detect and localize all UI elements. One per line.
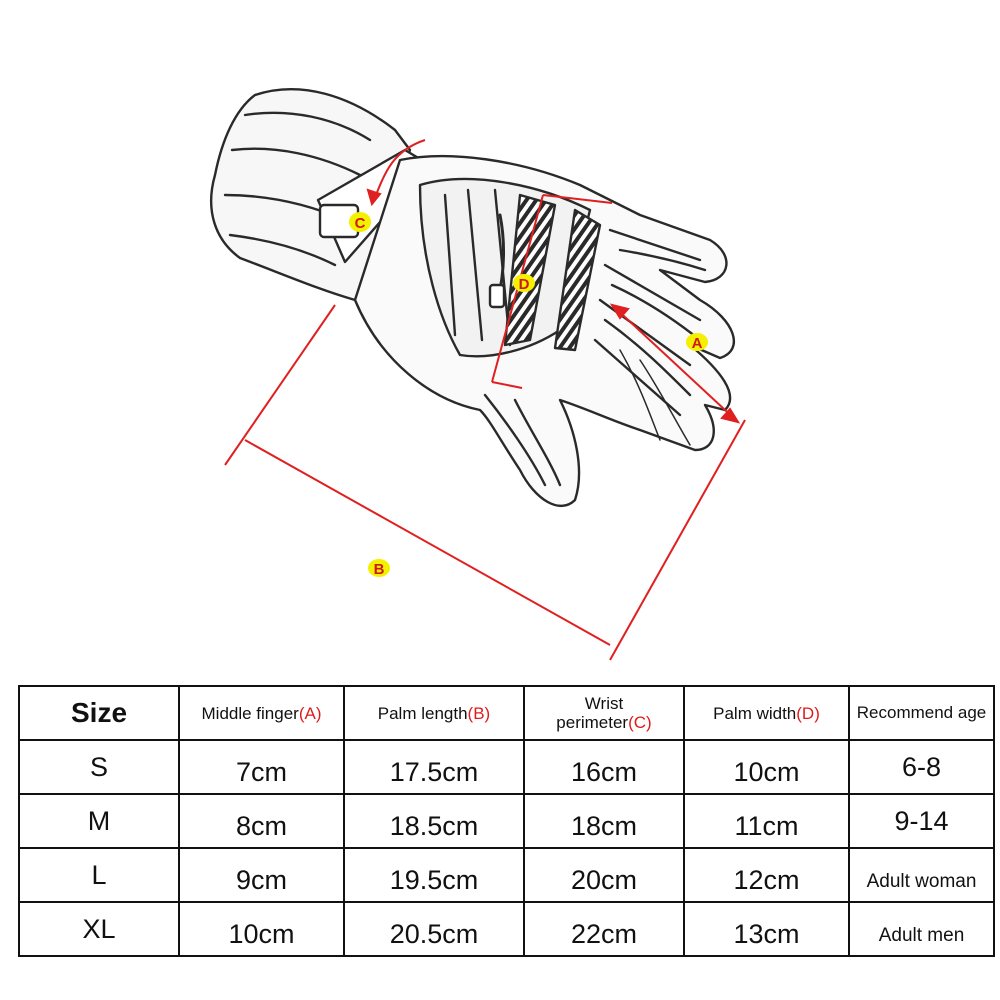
table-row: S 7cm 17.5cm 16cm 10cm 6-8	[18, 739, 995, 795]
palm-width-tick	[491, 381, 523, 389]
cell-palm-length: 17.5cm	[343, 739, 525, 795]
header-wrist-perimeter: Wrist perimeter(C)	[523, 685, 685, 741]
badge-a-label: A	[692, 335, 703, 352]
middle-finger-arrowhead-end	[720, 407, 741, 424]
cell-age: Adult woman	[848, 847, 995, 903]
cell-size: L	[18, 847, 180, 903]
cell-middle-finger: 9cm	[178, 847, 345, 903]
table-header-row: Size Middle finger(A) Palm length(B) Wri…	[18, 685, 995, 741]
cell-size: XL	[18, 901, 180, 957]
wrist-perimeter-arrowhead	[366, 188, 382, 207]
glove-measurement-diagram: A B C D	[210, 88, 746, 661]
wrist-perimeter-arc	[374, 139, 426, 199]
cell-palm-length: 20.5cm	[343, 901, 525, 957]
badge-a: A	[686, 333, 708, 352]
badge-c: C	[349, 212, 371, 232]
cell-wrist: 20cm	[523, 847, 685, 903]
header-middle-finger-label: Middle finger	[201, 703, 299, 723]
middle-finger-arrowhead-start	[609, 303, 630, 320]
glove-sketch-icon	[210, 88, 736, 508]
cell-middle-finger: 10cm	[178, 901, 345, 957]
cell-wrist: 18cm	[523, 793, 685, 849]
table-row: XL 10cm 20.5cm 22cm 13cm Adult men	[18, 901, 995, 957]
size-chart-table: Size Middle finger(A) Palm length(B) Wri…	[18, 685, 995, 957]
header-middle-finger-code: (A)	[298, 703, 322, 723]
cell-palm-length: 19.5cm	[343, 847, 525, 903]
cell-size: S	[18, 739, 180, 795]
cell-wrist: 22cm	[523, 901, 685, 957]
cell-size: M	[18, 793, 180, 849]
header-palm-width-label: Palm width	[713, 703, 797, 723]
cell-age: 9-14	[848, 793, 995, 849]
cell-palm-width: 13cm	[683, 901, 850, 957]
header-palm-width-code: (D)	[796, 703, 820, 723]
palm-length-line	[244, 439, 611, 646]
header-palm-width: Palm width(D)	[683, 685, 850, 741]
cell-middle-finger: 7cm	[178, 739, 345, 795]
header-recommend-age: Recommend age	[848, 685, 995, 741]
cell-middle-finger: 8cm	[178, 793, 345, 849]
cell-age: 6-8	[848, 739, 995, 795]
middle-finger-line	[611, 304, 739, 423]
cell-palm-width: 12cm	[683, 847, 850, 903]
cell-wrist: 16cm	[523, 739, 685, 795]
palm-width-line	[542, 194, 613, 204]
badge-b: B	[368, 559, 390, 578]
cell-palm-width: 10cm	[683, 739, 850, 795]
palm-length-start-tick	[224, 304, 336, 466]
header-wrist-line1: Wrist	[584, 694, 624, 713]
cell-palm-length: 18.5cm	[343, 793, 525, 849]
header-size: Size	[18, 685, 180, 741]
table-row: L 9cm 19.5cm 20cm 12cm Adult woman	[18, 847, 995, 903]
cell-palm-width: 11cm	[683, 793, 850, 849]
badge-c-label: C	[355, 215, 366, 232]
badge-d-label: D	[519, 276, 530, 293]
header-wrist-code: (C)	[628, 713, 652, 732]
header-middle-finger: Middle finger(A)	[178, 685, 345, 741]
cell-age: Adult men	[848, 901, 995, 957]
header-palm-length: Palm length(B)	[343, 685, 525, 741]
header-wrist-line2: perimeter	[556, 713, 629, 732]
header-palm-length-code: (B)	[467, 703, 491, 723]
badge-d: D	[513, 274, 535, 293]
header-palm-length-label: Palm length	[377, 703, 468, 723]
badge-b-label: B	[374, 561, 385, 578]
palm-length-end-tick	[609, 419, 746, 661]
table-row: M 8cm 18.5cm 18cm 11cm 9-14	[18, 793, 995, 849]
